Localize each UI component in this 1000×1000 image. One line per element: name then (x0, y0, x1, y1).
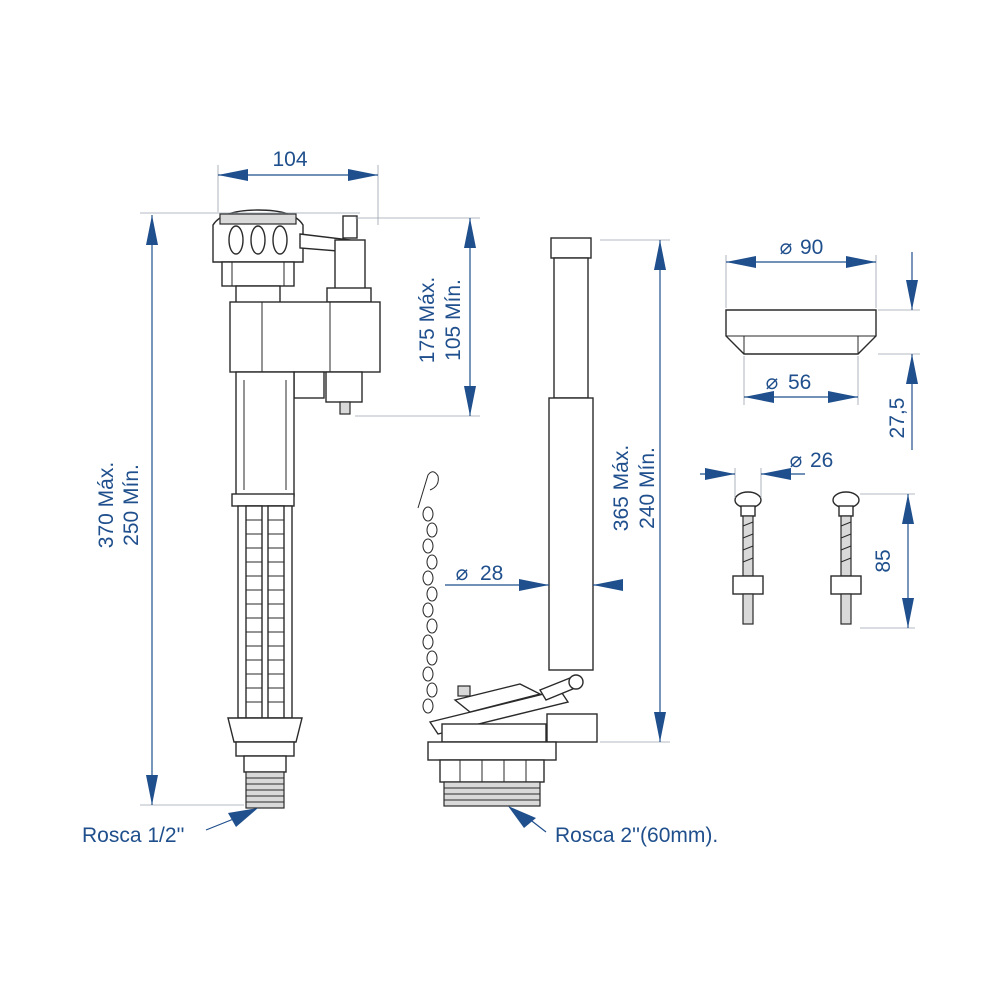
dim-fill-valve-width (218, 169, 378, 181)
fill-valve-width-label: 104 (272, 148, 307, 171)
dim-fill-valve-height (146, 215, 158, 805)
fill-valve-height-min-label: 250 Mín. (120, 464, 143, 546)
dim-float-height (464, 218, 476, 416)
fill-valve-height-max-label: 370 Máx. (95, 462, 118, 548)
washer-inner-diameter-label: 56 (788, 371, 811, 394)
fill-valve-thread-label: Rosca 1/2'' (82, 824, 185, 847)
washer-outer-diameter-label: 90 (800, 236, 823, 259)
diameter-symbol: ⌀ (780, 236, 793, 259)
flush-valve-thread-label: Rosca 2''(60mm). (555, 824, 718, 847)
washer-height-label: 27,5 (886, 398, 909, 439)
callout-flush-valve-thread (508, 806, 547, 833)
extension-lines (140, 165, 920, 806)
diameter-symbol: ⌀ (766, 371, 779, 394)
dim-washer-inner (744, 391, 858, 403)
diameter-symbol: ⌀ (456, 562, 469, 585)
flush-valve (417, 237, 598, 807)
dim-washer-outer (726, 256, 876, 268)
bolt-right (830, 491, 862, 625)
flush-height-min-label: 240 Mín. (636, 447, 659, 529)
float-height-min-label: 105 Mín. (442, 279, 465, 361)
dim-washer-height (906, 252, 918, 450)
bolt-left (732, 491, 764, 625)
overflow-diameter-label: 28 (480, 562, 503, 585)
dim-bolt-length (902, 494, 914, 628)
flush-height-max-label: 365 Máx. (610, 445, 633, 531)
washer (725, 309, 877, 355)
dim-overflow-diameter (445, 579, 623, 591)
bolt-head-diameter-label: 26 (810, 449, 833, 472)
fill-valve (212, 209, 381, 809)
dim-flush-height (654, 240, 666, 742)
diameter-symbol: ⌀ (790, 449, 803, 472)
callout-fill-valve-thread (205, 808, 258, 831)
float-height-max-label: 175 Máx. (416, 277, 439, 363)
bolt-length-label: 85 (872, 549, 895, 572)
dim-bolt-head (700, 468, 805, 480)
